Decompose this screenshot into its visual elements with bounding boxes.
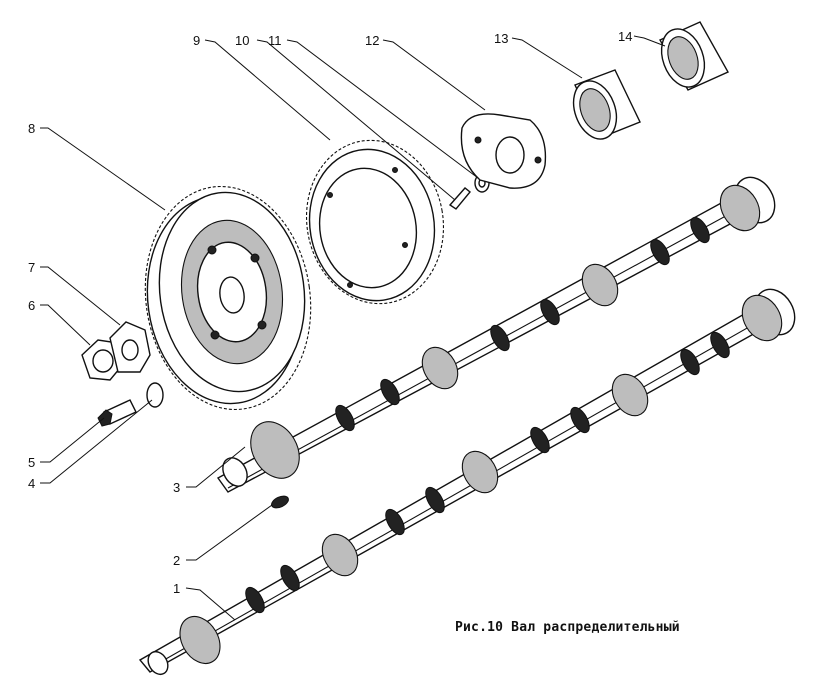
ring-gear xyxy=(305,139,445,305)
leader-lines xyxy=(40,35,666,621)
camshaft-lower xyxy=(138,288,796,676)
label-8: 8 xyxy=(28,121,35,136)
part-labels: 1 2 3 4 5 6 7 8 9 10 11 12 13 14 xyxy=(28,29,632,596)
label-6: 6 xyxy=(28,298,35,313)
label-14: 14 xyxy=(618,29,632,44)
figure-caption: Рис.10 Вал распределительный xyxy=(455,620,680,635)
bushing-13 xyxy=(572,69,641,140)
label-3: 3 xyxy=(173,480,180,495)
camshaft-gear-assembled xyxy=(144,185,312,411)
bushing-14 xyxy=(659,21,729,91)
thrust-flange xyxy=(460,113,547,189)
lock-plate xyxy=(109,321,151,373)
woodruff-key xyxy=(271,495,289,509)
label-12: 12 xyxy=(365,33,379,48)
label-2: 2 xyxy=(173,553,180,568)
label-11: 11 xyxy=(268,33,282,48)
label-1: 1 xyxy=(173,581,180,596)
spring-washer xyxy=(146,382,164,408)
label-5: 5 xyxy=(28,455,35,470)
bolt xyxy=(97,399,137,427)
label-9: 9 xyxy=(193,33,200,48)
label-13: 13 xyxy=(494,31,508,46)
camshaft-upper xyxy=(216,176,776,493)
label-7: 7 xyxy=(28,260,35,275)
label-4: 4 xyxy=(28,476,35,491)
label-10: 10 xyxy=(235,33,249,48)
